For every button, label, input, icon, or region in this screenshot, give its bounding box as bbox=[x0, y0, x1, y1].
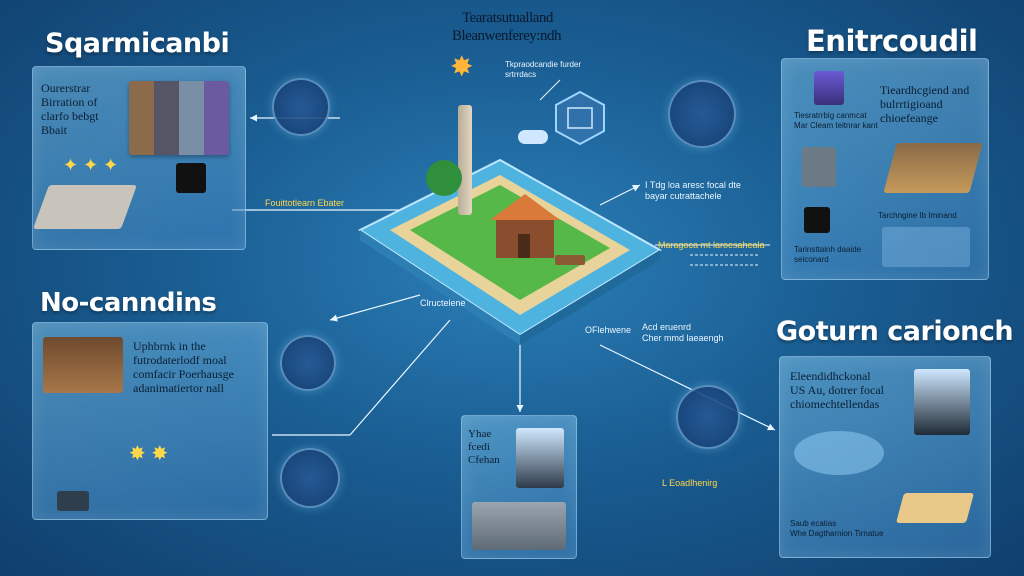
server-rack-icon bbox=[129, 81, 229, 155]
monitor-icon bbox=[914, 369, 970, 435]
black-box-icon bbox=[176, 163, 206, 193]
center-note: Tkpraodcandie furder srtrrdacs bbox=[505, 60, 582, 79]
hub-top-right-icon bbox=[668, 80, 736, 148]
bottom-right-heading: Goturn carionch bbox=[776, 316, 1014, 347]
right-low-label: Acd eruenrd Cher mmd laeaengh bbox=[642, 322, 724, 343]
building-icon bbox=[472, 502, 566, 550]
bottom-right-arrow-label: L Eoadlhenirg bbox=[662, 478, 718, 488]
top-right-text: Tieardhcgiend and bulrrtigioand chioefea… bbox=[880, 83, 970, 125]
hub-top-left-icon bbox=[272, 78, 330, 136]
top-right-heading: Enitrcoudil bbox=[806, 24, 978, 58]
bottom-right-panel: Eleendidhckonal US Au, dotrer focal chio… bbox=[779, 356, 991, 558]
hub-mid-left-icon bbox=[280, 335, 336, 391]
top-right-panel: Tieardhcgiend and bulrrtigioand chioefea… bbox=[781, 58, 989, 280]
mid-left-text: Uphbrnk in the futrodaterlodf moal comfa… bbox=[133, 339, 234, 395]
island-right-label: OFlehwene bbox=[585, 325, 632, 335]
top-left-panel: Ourerstrar Birration of clarfo bebgt Bba… bbox=[32, 66, 246, 250]
mid-left-glyphs: ✸ ✸ bbox=[129, 443, 169, 465]
right-top-label: I Tdg loa aresc focal dte bayar cutratta… bbox=[645, 180, 741, 201]
bench-icon bbox=[555, 255, 585, 265]
bottom-center-text: Yhae fcedi Cfehan bbox=[468, 428, 500, 466]
top-right-note3: Tarinsttainh daaide seiconard bbox=[794, 245, 862, 264]
central-island: ✸ bbox=[350, 51, 670, 350]
screen-device-icon bbox=[516, 428, 564, 488]
bottom-center-panel: Yhae fcedi Cfehan bbox=[461, 415, 577, 559]
mid-left-panel: Uphbrnk in the futrodaterlodf moal comfa… bbox=[32, 322, 268, 520]
top-left-glyphs: ✦ ✦ ✦ bbox=[63, 155, 119, 175]
top-right-note2: Tarchngine Ib Iminand bbox=[878, 211, 957, 220]
connector-line bbox=[349, 319, 451, 436]
bottom-right-text: Eleendidhckonal US Au, dotrer focal chio… bbox=[790, 369, 884, 411]
right-mid-label: Maragoca mt laroesaheala bbox=[658, 240, 765, 250]
top-right-note1: Tiesratrrbig canmcat Mar Cleam teitnrar … bbox=[794, 111, 878, 130]
connector-arrow bbox=[599, 184, 641, 206]
arena-icon bbox=[794, 431, 884, 475]
center-title-line1: Tearatsutualland bbox=[462, 10, 553, 26]
isometric-base-icon bbox=[32, 185, 138, 229]
top-left-heading: Sqarmicanbi bbox=[45, 28, 230, 59]
beacon-star-icon: ✸ bbox=[450, 51, 474, 82]
tree-icon bbox=[426, 160, 462, 196]
connector-arrow bbox=[599, 344, 776, 431]
top-left-text: Ourerstrar Birration of clarfo bebgt Bba… bbox=[41, 81, 99, 137]
hub-bottom-left-icon bbox=[280, 448, 340, 508]
workshop-icon bbox=[43, 337, 123, 393]
cloud-icon bbox=[518, 130, 548, 144]
characters-icon bbox=[882, 227, 970, 267]
left-arrow-label: Fouittotlearn Ebater bbox=[265, 198, 345, 208]
center-title-line2: Bleanwenferey:ndh bbox=[452, 28, 561, 44]
server-icon bbox=[802, 147, 836, 187]
connector-arrow bbox=[329, 294, 421, 322]
island-left-label: Clructelene bbox=[420, 298, 466, 308]
purple-cube-icon bbox=[814, 71, 844, 105]
robot-icon bbox=[57, 491, 89, 511]
lighthouse-tower-icon bbox=[458, 105, 472, 215]
platform-icon bbox=[895, 493, 975, 523]
bottom-right-note: Saub ecatias Whe Dagtharnion Tirnatue bbox=[790, 519, 884, 538]
connector-line bbox=[539, 79, 561, 101]
mid-left-heading: No-canndins bbox=[40, 288, 217, 318]
hub-bottom-right-icon bbox=[676, 385, 740, 449]
diorama-icon bbox=[883, 143, 983, 193]
hexagon-map-icon bbox=[555, 90, 605, 146]
house-icon bbox=[490, 190, 560, 260]
black-cube-icon bbox=[804, 207, 830, 233]
